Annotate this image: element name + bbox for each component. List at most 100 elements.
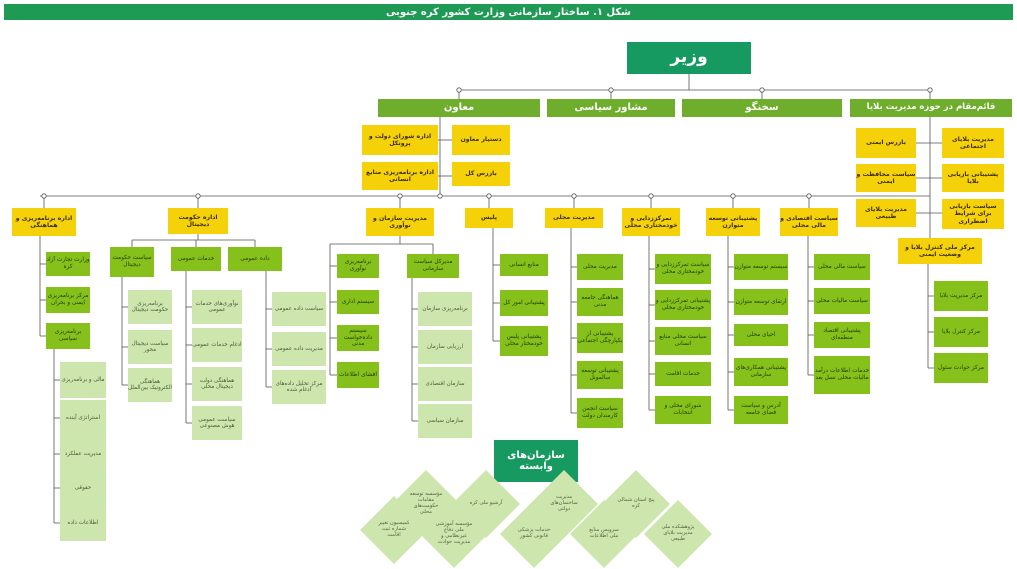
affiliated-title: سازمان‌های وابسته <box>494 440 578 482</box>
planning-sub-item: استراتژی آینده <box>60 400 106 436</box>
connector-node <box>648 193 654 199</box>
disaster-staff-box: مدیریت بلایای طبیعی <box>856 199 916 227</box>
disaster-staff-box: مدیریت بلایای اجتماعی <box>942 128 1004 158</box>
affiliated-org-label: پنج استان شمالی کره <box>617 497 655 509</box>
affiliated-org-label: پژوهشکده ملی مدیریت بلایای طبیعی <box>661 524 695 542</box>
local-finance-item: پشتیبانی اقتصاد منطقه‌ای <box>814 322 870 348</box>
planning-sub-item: مالی و برنامه‌ریزی <box>60 362 106 398</box>
affiliated-org-label: آرشیو ملی کره <box>469 500 503 507</box>
digital-data-item: مدیریت داده عمومی <box>272 332 326 366</box>
org-policy-head: مدیرکل سیاست سازمانی <box>407 254 459 278</box>
minister-box: وزیر <box>627 42 751 74</box>
planning-sub-item: اطلاعات داده <box>60 505 106 541</box>
digital-head: خدمات عمومی <box>171 247 221 271</box>
planning-item: برنامه‌ریزی سیاسی <box>46 323 90 349</box>
local-admin-item: مدیریت محلی <box>577 254 623 280</box>
deputy-staff-box: اداره برنامه‌ریزی منابع انسانی <box>362 162 438 190</box>
affiliated-org-label: کمیسیون تغییر شماره ثبت اقامت <box>378 520 410 538</box>
disaster-center-box: مرکز ملی کنترل بلایا و وضعیت ایمنی <box>898 238 982 264</box>
connector-node <box>195 193 201 199</box>
decentralization-item: خدمات اقامت <box>655 362 711 386</box>
office-box: اداره برنامه‌ریزی و هماهنگی <box>12 208 76 236</box>
local-admin-item: پشتیبانی توسعه سالمونل <box>577 361 623 389</box>
disaster-officer-box: قائم‌مقام در حوزه مدیریت بلایا <box>850 99 1012 117</box>
digital-head: داده عمومی <box>228 247 282 271</box>
org-policy-item: سازمان سیاسی <box>418 404 472 438</box>
affiliated-org: مدیریت ساختمان‌های دولتی <box>530 470 598 538</box>
disaster-staff-box: سیاست بازیابی برای شرایط اضطراری <box>942 199 1004 229</box>
local-admin-item: هماهنگی جامعه مدنی <box>577 288 623 316</box>
disaster-staff-box: بازرس ایمنی <box>856 128 916 158</box>
local-admin-item: پشتیبانی از یکپارچگی اجتماعی <box>577 323 623 353</box>
digital-policy-item: سیاست دیجیتال محور <box>128 330 172 364</box>
decentralization-item: سیاست تمرکززدایی و خودمختاری محلی <box>655 254 711 284</box>
affiliated-org-label: خدمات پزشکی قانونی کشور <box>517 527 551 539</box>
org-policy-item: برنامه‌ریزی سازمان <box>418 292 472 326</box>
police-item: پشتیبانی امور کل <box>500 290 548 316</box>
local-finance-item: خدمات اطلاعات درآمد مالیات محلی نسل بعد <box>814 356 870 394</box>
connector-node <box>456 87 462 93</box>
office-box: اداره حکومت دیجیتال <box>168 208 228 234</box>
disaster-center-item: مرکز کنترل بلایا <box>934 317 988 347</box>
local-finance-item: سیاست مالیات محلی <box>814 288 870 314</box>
disaster-center-item: مرکز مدیریت بلایا <box>934 281 988 311</box>
disaster-staff-box: سیاست محافظت و ایمنی <box>856 164 916 192</box>
org-policy-item: سازمان اقتصادی <box>418 367 472 401</box>
office-box: پلیس <box>465 208 513 228</box>
digital-policy-item: برنامه‌ریزی حکومت دیجیتال <box>128 290 172 324</box>
connector-node <box>608 87 614 93</box>
local-admin-item: سیاست انجمن کارمندان دولت <box>577 398 623 428</box>
digital-policy-item: هماهنگی الکترونیک بین‌الملل <box>128 368 172 402</box>
deputy-staff-box: دستیار معاون <box>452 125 510 155</box>
org-innovation-item: برنامه‌ریزی نوآوری <box>337 254 379 278</box>
affiliated-org: پنج استان شمالی کره <box>602 470 670 538</box>
decentralization-item: شورای محلی و انتخابات <box>655 396 711 424</box>
deputy-box: معاون <box>378 99 540 117</box>
local-finance-item: سیاست مالی محلی <box>814 254 870 280</box>
balanced-dev-item: ارتقای توسعه متوازن <box>734 289 788 315</box>
digital-service-item: نوآوری‌های خدمات عمومی <box>192 290 242 324</box>
affiliated-org-label: مؤسسه توسعه مقامات حکومت‌های محلی <box>409 491 443 515</box>
balanced-dev-item: آدرس و سیاست فضای جامعه <box>734 396 788 424</box>
org-innovation-item: سیستم اداری <box>337 290 379 314</box>
police-item: پشتیبانی پلیس خودمختار محلی <box>500 326 548 356</box>
decentralization-item: پشتیبانی تمرکززدایی و خودمختاری محلی <box>655 290 711 320</box>
planning-item: مرکز برنامه‌ریزی ایمنی و بحران <box>46 287 90 313</box>
digital-service-item: هماهنگی دولت دیجیتال محلی <box>192 367 242 401</box>
affiliated-org-label: سرویس منابع ملی اطلاعات <box>589 527 619 539</box>
connector-node <box>397 193 403 199</box>
disaster-center-item: مرکز حوادث سئول <box>934 353 988 383</box>
balanced-dev-item: احیای محلی <box>734 324 788 346</box>
digital-head: سیاست حکومت دیجیتال <box>110 247 154 277</box>
connector-node <box>41 193 47 199</box>
office-box: مدیریت سازمان و نوآوری <box>366 208 434 236</box>
org-policy-item: ارزیابی سازمان <box>418 330 472 364</box>
office-box: مدیریت محلی <box>545 208 603 228</box>
connector-node <box>759 87 765 93</box>
page-title: شکل ۱. ساختار سازمانی وزارت کشور کره جنو… <box>4 4 1013 20</box>
affiliated-org: آرشیو ملی کره <box>452 470 520 538</box>
digital-service-item: ادغام خدمات عمومی <box>192 328 242 362</box>
police-item: منابع انسانی <box>500 254 548 276</box>
deputy-staff-box: بازرس کل <box>452 162 510 186</box>
connector-node <box>486 193 492 199</box>
org-innovation-item: سیستم داده‌خواست مدنی <box>337 325 379 351</box>
policy-advisor-box: مشاور سیاسی <box>547 99 675 117</box>
spokesperson-box: سخنگو <box>682 99 842 117</box>
org-innovation-item: افشای اطلاعات <box>337 362 379 388</box>
digital-data-item: سیاست داده عمومی <box>272 292 326 326</box>
connector-node <box>927 87 933 93</box>
connector-node <box>437 193 443 199</box>
planning-sub-item: حقوقی <box>60 470 106 506</box>
planning-sub-item: مدیریت عملکرد <box>60 436 106 472</box>
planning-item: وزارت تجارت آزاد کره <box>46 252 90 276</box>
digital-service-item: سیاست عمومی هوش مصنوعی <box>192 406 242 440</box>
balanced-dev-item: پشتیبانی همکاری‌های سازمانی <box>734 358 788 386</box>
connector-node <box>730 193 736 199</box>
affiliated-org-label: مؤسسه آموزشی ملی دفاع غیرنظامی و مدیریت … <box>435 521 473 545</box>
affiliated-org-label: مدیریت ساختمان‌های دولتی <box>550 494 578 512</box>
connector-node <box>571 193 577 199</box>
decentralization-item: سیاست محلی منابع انسانی <box>655 327 711 355</box>
